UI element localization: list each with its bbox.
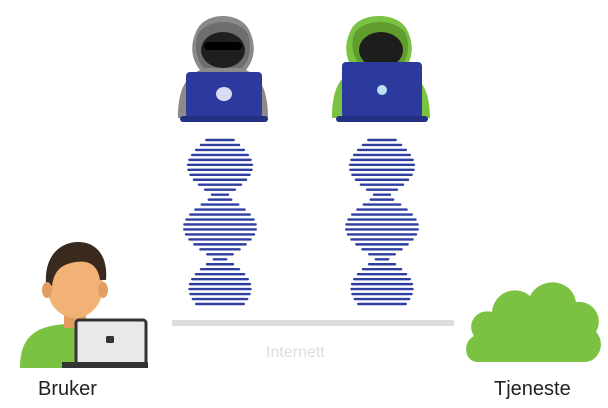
hooded-hacker-grey-icon (168, 6, 278, 124)
network-label: Internett (266, 344, 325, 362)
user-with-laptop-icon (14, 234, 148, 368)
user-label: Bruker (38, 378, 97, 401)
service-label: Tjeneste (494, 378, 571, 401)
cloud-icon (460, 262, 604, 370)
hooded-hacker-green-icon (326, 6, 436, 124)
wave-signal-icon (180, 136, 260, 308)
wave-signal-icon (342, 136, 422, 308)
network-line (172, 320, 454, 326)
